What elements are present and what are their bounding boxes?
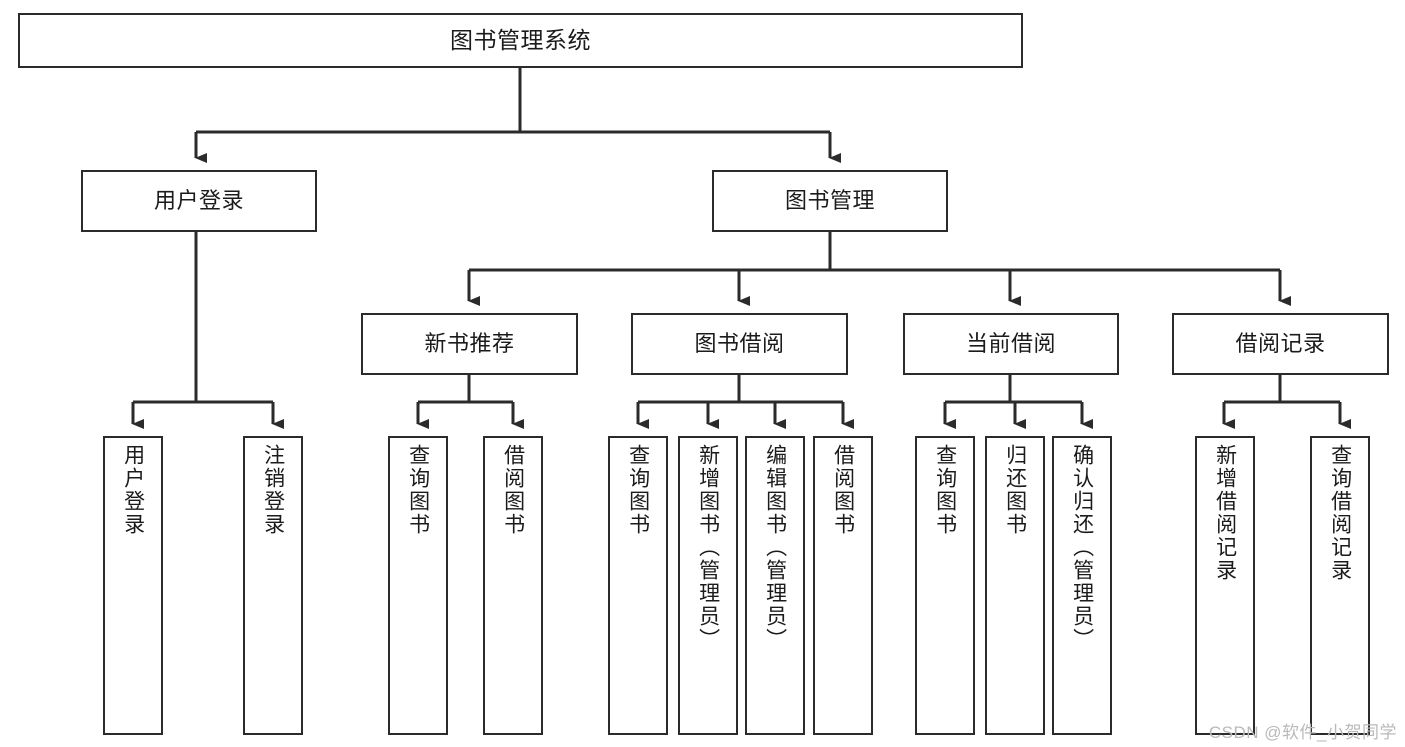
node-label: 新增借阅记录 [1213, 444, 1237, 582]
node-label: 编辑图书（管理员） [763, 444, 787, 651]
node-label: 新书推荐 [424, 330, 515, 356]
node-label: 确认归还（管理员） [1070, 444, 1094, 651]
leaf-borrow-book[interactable]: 借阅图书 [813, 436, 873, 735]
node-root-system[interactable]: 图书管理系统 [18, 13, 1023, 68]
leaf-user-logout[interactable]: 注销登录 [243, 436, 303, 735]
node-label: 注销登录 [261, 444, 285, 536]
node-user-login[interactable]: 用户登录 [81, 170, 317, 232]
node-label: 查询图书 [933, 444, 957, 536]
leaf-add-borrow-record[interactable]: 新增借阅记录 [1195, 436, 1255, 735]
leaf-return-book[interactable]: 归还图书 [985, 436, 1045, 735]
leaf-confirm-return-admin[interactable]: 确认归还（管理员） [1052, 436, 1112, 735]
leaf-edit-book-admin[interactable]: 编辑图书（管理员） [745, 436, 805, 735]
node-book-borrow[interactable]: 图书借阅 [631, 313, 848, 375]
node-label: 用户登录 [153, 187, 244, 213]
node-label: 归还图书 [1003, 444, 1027, 536]
leaf-borrow-book-recommend[interactable]: 借阅图书 [483, 436, 543, 735]
node-label: 用户登录 [121, 444, 145, 536]
leaf-query-borrow-record[interactable]: 查询借阅记录 [1310, 436, 1370, 735]
node-label: 借阅图书 [501, 444, 525, 536]
node-label: 查询图书 [406, 444, 430, 536]
leaf-user-login[interactable]: 用户登录 [103, 436, 163, 735]
node-book-management[interactable]: 图书管理 [712, 170, 948, 232]
leaf-query-book-current[interactable]: 查询图书 [915, 436, 975, 735]
node-new-book-recommend[interactable]: 新书推荐 [361, 313, 578, 375]
leaf-query-book-borrow[interactable]: 查询图书 [608, 436, 668, 735]
node-label: 借阅记录 [1235, 330, 1326, 356]
node-borrow-record[interactable]: 借阅记录 [1172, 313, 1389, 375]
node-label: 当前借阅 [965, 330, 1056, 356]
node-current-borrow[interactable]: 当前借阅 [903, 313, 1119, 375]
node-label: 图书管理 [784, 187, 875, 213]
node-label: 图书借阅 [694, 330, 785, 356]
node-label: 查询图书 [626, 444, 650, 536]
csdn-watermark: CSDN @软件_小贺同学 [1208, 723, 1397, 742]
leaf-add-book-admin[interactable]: 新增图书（管理员） [678, 436, 738, 735]
leaf-query-book-recommend[interactable]: 查询图书 [388, 436, 448, 735]
node-label: 查询借阅记录 [1328, 444, 1352, 582]
node-label: 借阅图书 [831, 444, 855, 536]
node-label: 新增图书（管理员） [696, 444, 720, 651]
node-label: 图书管理系统 [450, 26, 591, 53]
